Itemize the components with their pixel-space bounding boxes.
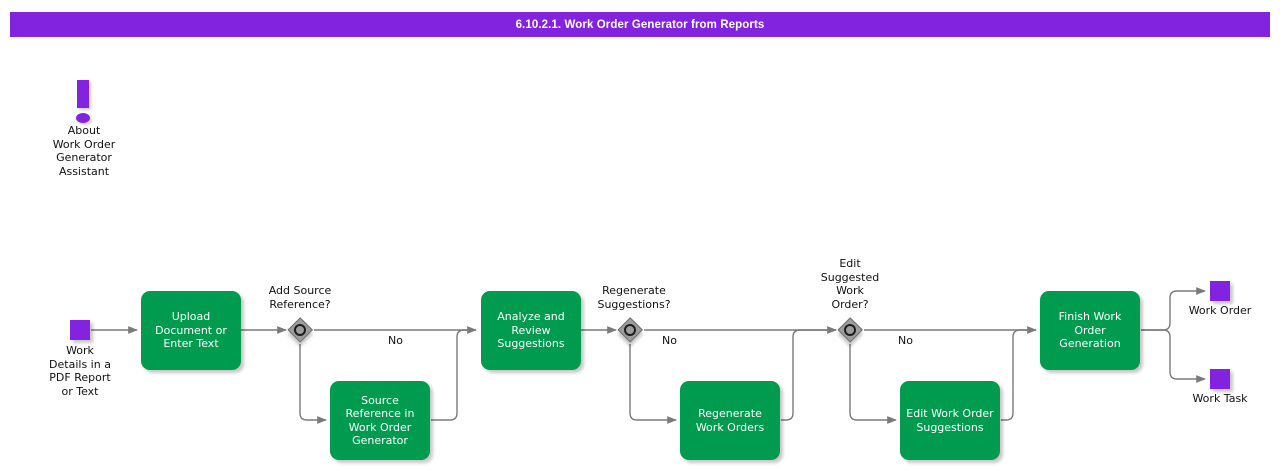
gateway-regenerate-suggestions[interactable] bbox=[616, 316, 643, 343]
end-event-work-order-label: Work Order bbox=[1188, 304, 1252, 317]
task-edit-work-order-suggestions[interactable]: Edit Work Order Suggestions bbox=[900, 381, 1000, 460]
task-finish-generation[interactable]: Finish Work Order Generation bbox=[1040, 291, 1140, 370]
about-annotation-label: About Work Order Generator Assistant bbox=[52, 124, 116, 178]
task-regenerate-work-orders[interactable]: Regenerate Work Orders bbox=[680, 381, 780, 460]
task-source-reference[interactable]: Source Reference in Work Order Generator bbox=[330, 381, 430, 460]
gateway-edit-suggested-work-order[interactable] bbox=[836, 316, 863, 343]
gateway-edit-suggested-work-order-label: Edit Suggested Work Order? bbox=[820, 257, 880, 311]
inclusive-gateway-circle-icon bbox=[294, 324, 306, 336]
edge-label-no-edit-suggested: No bbox=[898, 334, 913, 347]
inclusive-gateway-circle-icon bbox=[624, 324, 636, 336]
edge-label-no-add-source-reference: No bbox=[388, 334, 403, 347]
page-title: 6.10.2.1. Work Order Generator from Repo… bbox=[10, 12, 1270, 37]
end-event-work-order[interactable] bbox=[1210, 281, 1230, 301]
task-analyze-review[interactable]: Analyze and Review Suggestions bbox=[481, 291, 581, 370]
inclusive-gateway-circle-icon bbox=[844, 324, 856, 336]
edge-label-no-regenerate: No bbox=[662, 334, 677, 347]
start-event[interactable] bbox=[70, 320, 90, 340]
gateway-regenerate-suggestions-label: Regenerate Suggestions? bbox=[597, 284, 671, 311]
task-upload-document[interactable]: Upload Document or Enter Text bbox=[141, 291, 241, 370]
start-event-label: Work Details in a PDF Report or Text bbox=[49, 344, 111, 398]
exclamation-dot-icon bbox=[76, 113, 90, 123]
end-event-work-task[interactable] bbox=[1210, 369, 1230, 389]
end-event-work-task-label: Work Task bbox=[1192, 392, 1248, 405]
exclamation-icon bbox=[77, 80, 89, 108]
gateway-add-source-reference[interactable] bbox=[286, 316, 313, 343]
about-annotation bbox=[68, 80, 98, 126]
gateway-add-source-reference-label: Add Source Reference? bbox=[268, 284, 332, 311]
